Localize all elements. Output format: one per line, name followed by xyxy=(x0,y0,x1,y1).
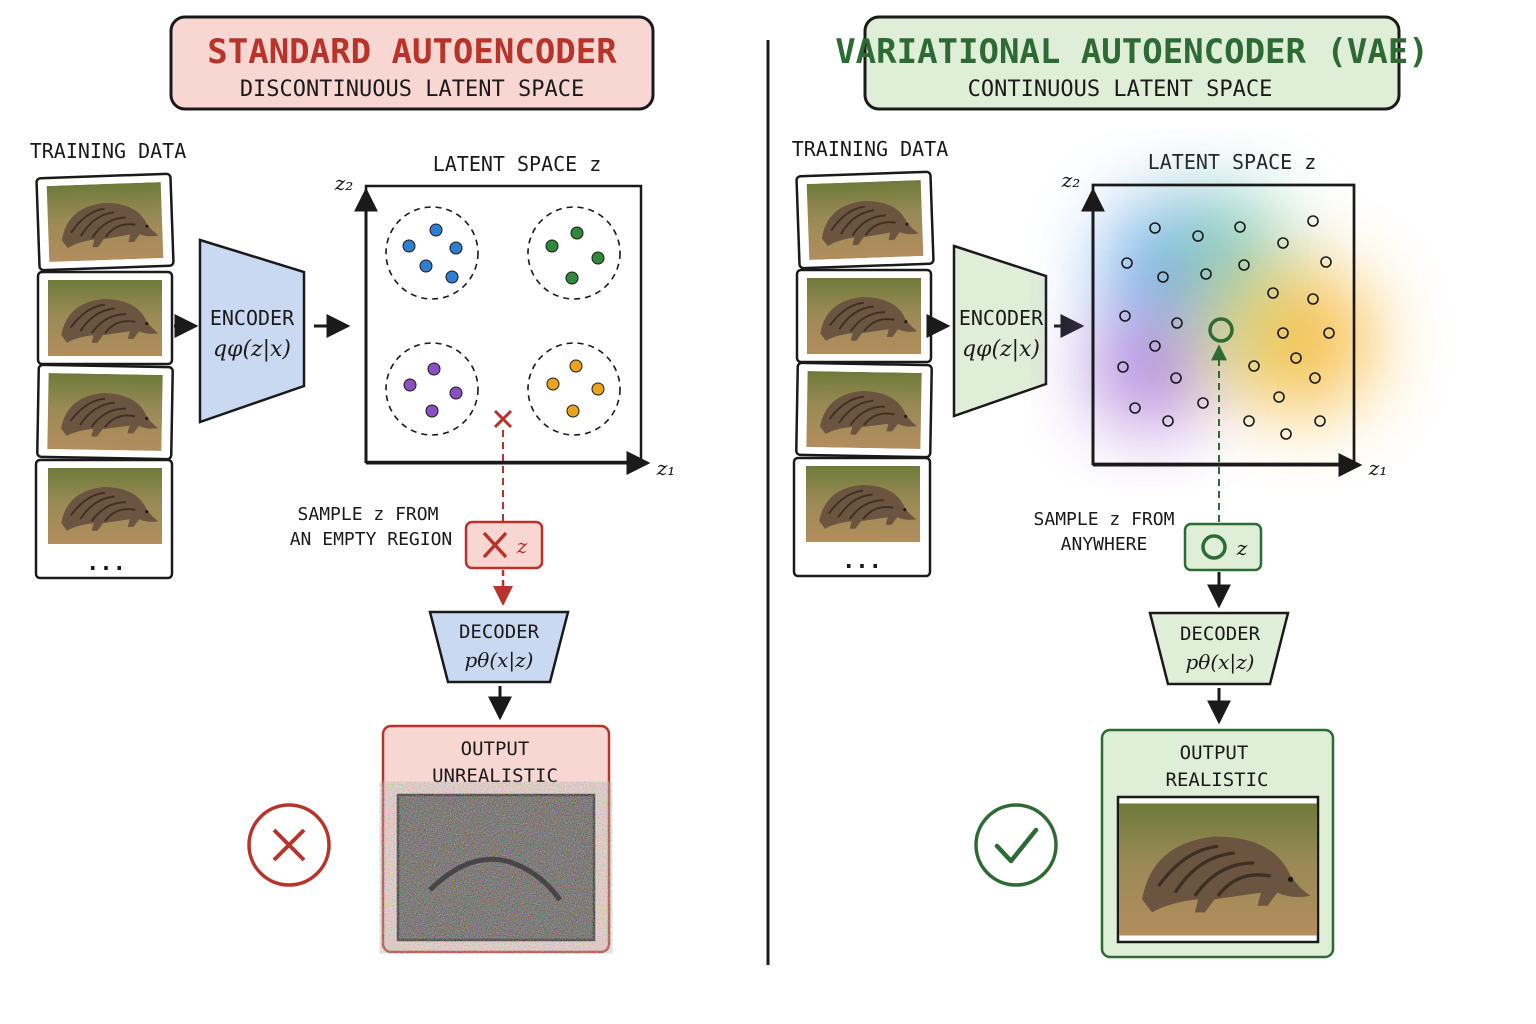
right-title-box xyxy=(863,15,1401,111)
right-ellipsis: ... xyxy=(842,549,882,574)
left-title-box xyxy=(169,15,655,111)
left-training-label: TRAINING DATA xyxy=(30,139,187,163)
pangolin-image-icon xyxy=(805,179,925,261)
left-ellipsis: ... xyxy=(86,551,126,576)
right-axis-z1: z₁ xyxy=(1368,456,1388,480)
left-output-label: OUTPUT xyxy=(461,738,530,760)
left-title: STANDARD AUTOENCODER xyxy=(207,32,617,72)
cross-icon xyxy=(493,409,513,429)
right-latent-label: LATENT SPACE z xyxy=(1148,150,1317,174)
pangolin-image-icon xyxy=(806,278,922,354)
left-cluster-yellow xyxy=(527,342,621,436)
left-encoder xyxy=(198,238,306,424)
right-subtitle: CONTINUOUS LATENT SPACE xyxy=(968,77,1273,102)
left-cluster-blue xyxy=(385,206,479,300)
left-axis-z2: z₂ xyxy=(334,171,354,195)
right-sample-box xyxy=(1183,522,1263,572)
left-output-quality: UNREALISTIC xyxy=(432,765,558,787)
pangolin-image-icon xyxy=(1119,801,1317,938)
right-latent-gradient xyxy=(1090,190,1375,430)
cross-icon xyxy=(247,803,331,887)
left-encoder-formula: qφ(z|x) xyxy=(213,337,291,362)
left-latent-label: LATENT SPACE z xyxy=(433,152,602,176)
left-decoder-formula: pθ(x|z) xyxy=(464,648,533,673)
right-sample-line2: ANYWHERE xyxy=(1061,534,1148,555)
cross-icon xyxy=(482,531,508,559)
right-training-label: TRAINING DATA xyxy=(792,137,949,161)
circle-icon xyxy=(1201,534,1227,560)
left-cluster-green xyxy=(527,206,621,300)
right-sampled-point xyxy=(1208,317,1234,343)
right-decoder-formula: pθ(x|z) xyxy=(1185,650,1254,675)
noise-image-icon xyxy=(399,796,593,939)
variational-autoencoder-panel: VARIATIONAL AUTOENCODER (VAE) CONTINUOUS… xyxy=(792,15,1429,959)
right-encoder-label: ENCODER xyxy=(959,306,1044,330)
pangolin-image-icon xyxy=(805,466,921,542)
right-encoder-formula: qφ(z|x) xyxy=(962,337,1040,362)
standard-autoencoder-panel: STANDARD AUTOENCODER DISCONTINUOUS LATEN… xyxy=(30,15,676,954)
right-title: VARIATIONAL AUTOENCODER (VAE) xyxy=(835,32,1429,72)
right-decoder-label: DECODER xyxy=(1180,623,1261,645)
right-output-quality: REALISTIC xyxy=(1166,769,1269,791)
pangolin-image-icon xyxy=(47,280,163,356)
check-icon xyxy=(974,803,1058,887)
right-output-label: OUTPUT xyxy=(1180,742,1249,764)
pangolin-image-icon xyxy=(47,468,163,544)
right-sample-var: z xyxy=(1236,536,1248,560)
right-axis-z2: z₂ xyxy=(1061,168,1081,192)
right-decoder xyxy=(1148,611,1290,686)
right-training-images: ... xyxy=(792,170,935,578)
right-sample-line1: SAMPLE z FROM xyxy=(1034,509,1175,530)
pangolin-image-icon xyxy=(45,181,165,263)
left-decoder xyxy=(428,610,570,684)
right-encoder xyxy=(952,244,1048,418)
left-subtitle: DISCONTINUOUS LATENT SPACE xyxy=(240,77,584,102)
pangolin-image-icon xyxy=(46,372,164,452)
pangolin-image-icon xyxy=(805,370,923,450)
left-cluster-purple xyxy=(385,342,479,436)
left-encoder-label: ENCODER xyxy=(210,306,295,330)
left-latent-plot xyxy=(364,184,643,464)
left-decoder-label: DECODER xyxy=(459,621,540,643)
left-axis-z1: z₁ xyxy=(656,456,676,480)
left-training-images: ... xyxy=(34,172,175,580)
right-latent-points xyxy=(1117,215,1335,440)
left-sample-line2: AN EMPTY REGION xyxy=(290,529,453,550)
left-sample-box xyxy=(464,520,544,570)
left-sample-line1: SAMPLE z FROM xyxy=(298,504,439,525)
left-sample-var: z xyxy=(516,534,528,558)
